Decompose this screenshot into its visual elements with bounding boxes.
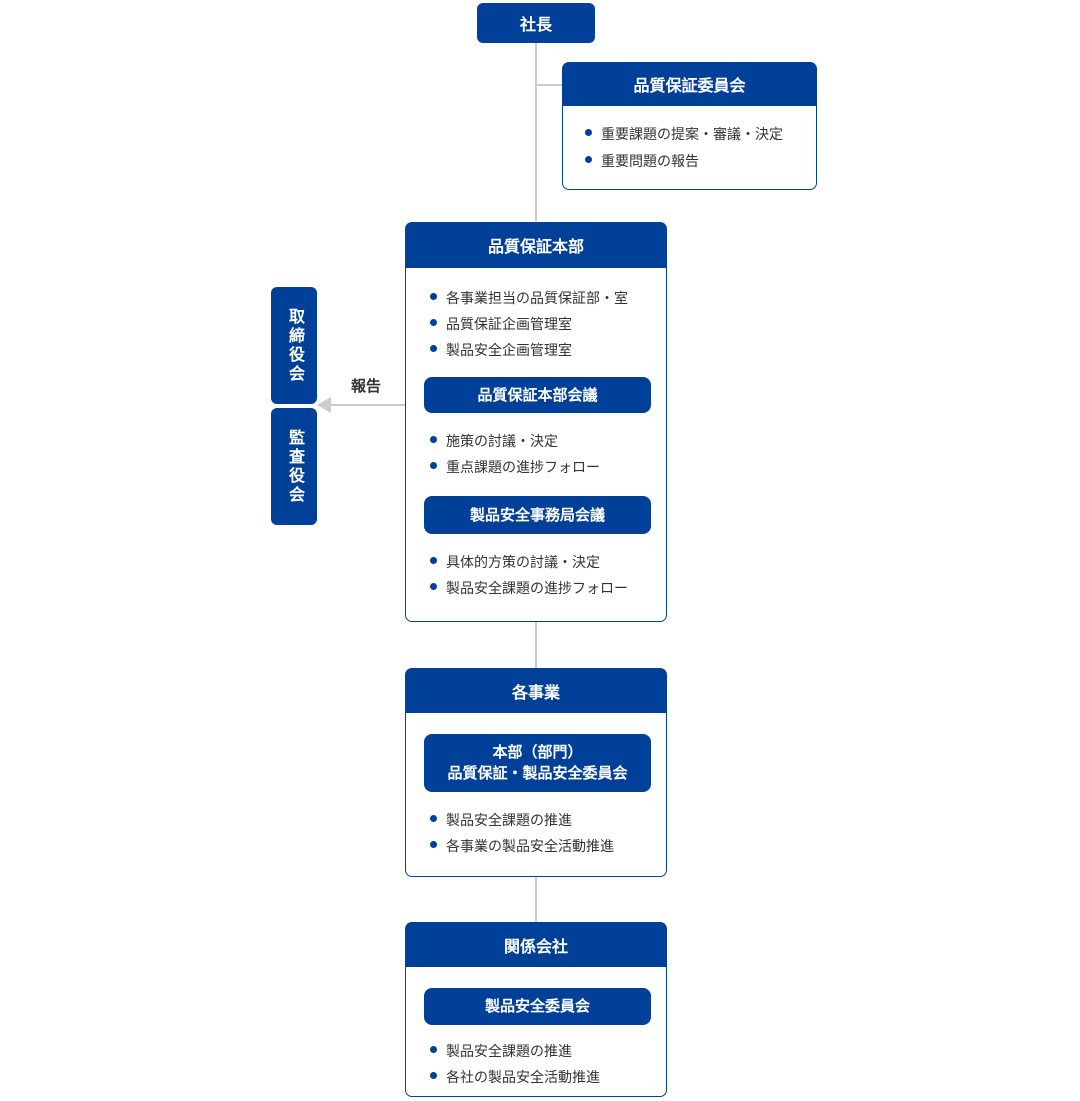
each-business-box: 各事業 本部（部門） 品質保証・製品安全委員会 製品安全課題の推進 各事業の製品… xyxy=(405,668,667,877)
qa-committee-title: 品質保証委員会 xyxy=(562,62,817,106)
bullet-dot-icon xyxy=(585,156,592,163)
product-safety-committee-title: 製品安全委員会 xyxy=(484,998,590,1015)
bullet-item: 各社の製品安全活動推進 xyxy=(430,1064,656,1090)
audit-board-box: 監査役会 xyxy=(271,408,317,525)
bullet-text: 各事業の製品安全活動推進 xyxy=(446,838,614,854)
bullet-dot-icon xyxy=(430,1071,437,1079)
bullet-text: 製品安全課題の推進 xyxy=(446,812,572,828)
connector-president-to-hq xyxy=(535,43,537,222)
bullet-dot-icon xyxy=(430,318,437,326)
bullet-text: 製品安全課題の推進 xyxy=(446,1043,572,1059)
product-safety-office-meeting-box: 製品安全事務局会議 xyxy=(424,496,651,534)
qa-headquarters-title: 品質保証本部 xyxy=(405,222,667,268)
bullet-item: 各事業の製品安全活動推進 xyxy=(430,833,656,859)
qa-committee-box: 品質保証委員会 重要課題の提案・審議・決定 重要問題の報告 xyxy=(562,62,817,190)
report-arrow-head-icon xyxy=(317,397,331,413)
bullet-item: 製品安全課題の進捗フォロー xyxy=(430,575,656,601)
bullet-text: 重要課題の提案・審議・決定 xyxy=(601,126,783,142)
bullet-dot-icon xyxy=(430,582,437,590)
bullet-dot-icon xyxy=(430,840,437,848)
qa-hq-meeting-title: 品質保証本部会議 xyxy=(477,386,598,404)
affiliated-companies-body: 製品安全委員会 製品安全課題の推進 各社の製品安全活動推進 xyxy=(405,967,667,1097)
affiliated-companies-title: 関係会社 xyxy=(405,922,667,967)
bullet-text: 製品安全課題の進捗フォロー xyxy=(446,580,628,596)
bullet-text: 品質保証企画管理室 xyxy=(446,316,572,332)
bullet-dot-icon xyxy=(430,344,437,352)
product-safety-committee-box: 製品安全委員会 xyxy=(424,988,651,1025)
bullet-item: 製品安全課題の推進 xyxy=(430,807,656,833)
bullet-item: 重要問題の報告 xyxy=(585,148,806,175)
bullet-item: 各事業担当の品質保証部・室 xyxy=(430,285,656,311)
bullet-dot-icon xyxy=(430,814,437,822)
qa-committee-body: 重要課題の提案・審議・決定 重要問題の報告 xyxy=(562,106,817,190)
connector-branch-to-qa-committee xyxy=(536,84,563,86)
connector-hq-to-business xyxy=(535,622,537,668)
bullet-item: 重点課題の進捗フォロー xyxy=(430,454,656,480)
report-arrow-label: 報告 xyxy=(350,378,381,395)
bullet-item: 製品安全課題の推進 xyxy=(430,1038,656,1064)
president-label: 社長 xyxy=(519,17,552,34)
committee-title-line1: 本部（部門） xyxy=(492,744,583,761)
bullet-dot-icon xyxy=(430,1045,437,1053)
each-business-body: 本部（部門） 品質保証・製品安全委員会 製品安全課題の推進 各事業の製品安全活動… xyxy=(405,713,667,877)
connector-business-to-affiliates xyxy=(535,877,537,922)
president-box: 社長 xyxy=(477,3,595,43)
each-business-title: 各事業 xyxy=(405,668,667,713)
board-of-directors-box: 取締役会 xyxy=(271,287,317,404)
bullet-dot-icon xyxy=(585,129,592,136)
bullet-text: 重点課題の進捗フォロー xyxy=(446,459,600,475)
business-qa-product-safety-committee-box: 本部（部門） 品質保証・製品安全委員会 xyxy=(424,734,651,792)
product-safety-office-meeting-title: 製品安全事務局会議 xyxy=(469,506,605,524)
bullet-item: 重要課題の提案・審議・決定 xyxy=(585,121,806,148)
bullet-item: 具体的方策の討議・決定 xyxy=(430,549,656,575)
report-arrow-shaft xyxy=(331,404,405,406)
bullet-text: 各事業担当の品質保証部・室 xyxy=(446,290,628,306)
bullet-text: 施策の討議・決定 xyxy=(446,433,558,449)
bullet-dot-icon xyxy=(430,556,437,564)
affiliated-companies-box: 関係会社 製品安全委員会 製品安全課題の推進 各社の製品安全活動推進 xyxy=(405,922,667,1097)
bullet-item: 製品安全企画管理室 xyxy=(430,337,656,363)
bullet-text: 重要問題の報告 xyxy=(601,153,699,169)
bullet-dot-icon xyxy=(430,292,437,300)
bullet-text: 具体的方策の討議・決定 xyxy=(446,554,600,570)
bullet-text: 製品安全企画管理室 xyxy=(446,342,572,358)
bullet-dot-icon xyxy=(430,435,437,443)
audit-board-label: 監査役会 xyxy=(286,428,303,505)
qa-headquarters-body: 各事業担当の品質保証部・室 品質保証企画管理室 製品安全企画管理室 品質保証本部… xyxy=(405,268,667,622)
bullet-item: 施策の討議・決定 xyxy=(430,428,656,454)
bullet-item: 品質保証企画管理室 xyxy=(430,311,656,337)
qa-hq-meeting-box: 品質保証本部会議 xyxy=(424,377,651,413)
board-of-directors-label: 取締役会 xyxy=(286,307,303,384)
bullet-text: 各社の製品安全活動推進 xyxy=(446,1069,600,1085)
bullet-dot-icon xyxy=(430,461,437,469)
qa-headquarters-box: 品質保証本部 各事業担当の品質保証部・室 品質保証企画管理室 製品安全企画管理室… xyxy=(405,222,667,622)
committee-title-line2: 品質保証・製品安全委員会 xyxy=(447,765,628,782)
